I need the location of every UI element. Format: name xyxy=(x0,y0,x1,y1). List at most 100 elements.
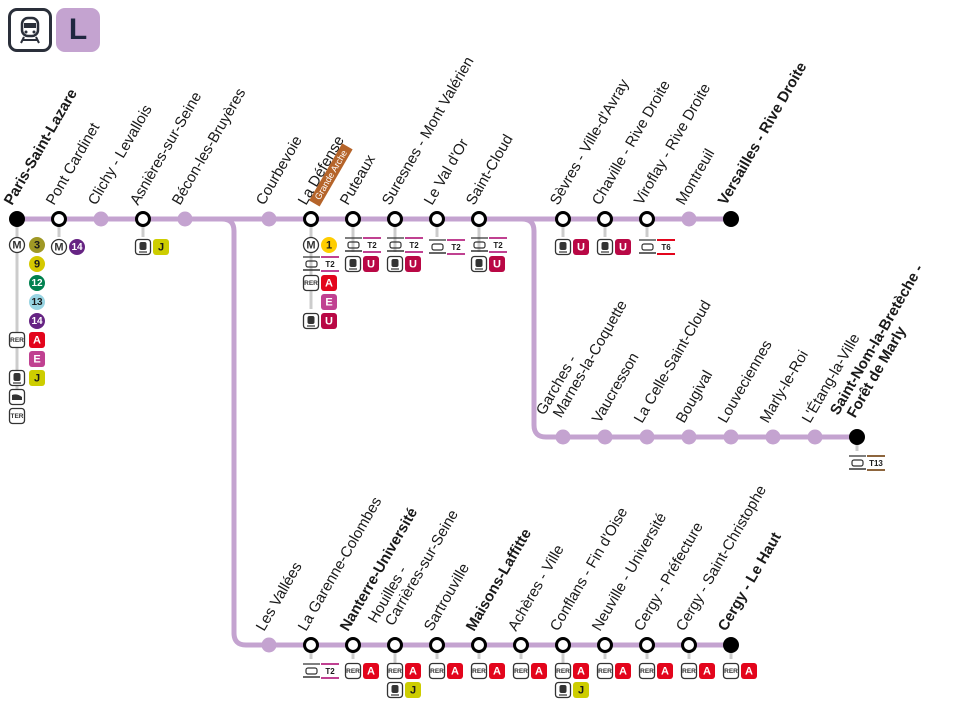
line-badge-T2[interactable]: T2 xyxy=(321,256,339,272)
station-terminus[interactable] xyxy=(723,211,739,227)
line-badge-A[interactable]: A xyxy=(531,663,547,679)
station-label: Viroflay - Rive Droite xyxy=(631,81,714,208)
station-interchange[interactable] xyxy=(387,211,403,227)
line-badge-T2[interactable]: T2 xyxy=(405,237,423,253)
tram-icon xyxy=(387,237,404,252)
station-interchange[interactable] xyxy=(51,211,67,227)
line-badge-13[interactable]: 13 xyxy=(29,294,45,310)
svg-text:T2: T2 xyxy=(367,241,377,250)
line-badge-T2[interactable]: T2 xyxy=(447,239,465,255)
line-badge-A[interactable]: A xyxy=(615,663,631,679)
line-badge-9[interactable]: 9 xyxy=(29,256,45,272)
svg-text:1: 1 xyxy=(326,240,332,252)
station-terminus[interactable] xyxy=(849,429,865,445)
line-badge-E[interactable]: E xyxy=(29,351,45,367)
tgv-icon xyxy=(8,388,26,406)
line-badge-A[interactable]: A xyxy=(657,663,673,679)
station-interchange[interactable] xyxy=(639,637,655,653)
line-badge-1[interactable]: 1 xyxy=(321,237,337,253)
line-badge-U[interactable]: U xyxy=(405,256,421,272)
station-stop[interactable] xyxy=(765,429,781,445)
station-interchange[interactable] xyxy=(597,637,613,653)
station-interchange[interactable] xyxy=(303,637,319,653)
ter-icon: TER xyxy=(8,407,26,425)
line-badge-A[interactable]: A xyxy=(321,275,337,291)
station-stop[interactable] xyxy=(93,211,109,227)
svg-text:U: U xyxy=(493,259,501,271)
line-badge-U[interactable]: U xyxy=(321,313,337,329)
station-stop[interactable] xyxy=(681,211,697,227)
line-badge-3[interactable]: 3 xyxy=(29,237,45,253)
svg-text:U: U xyxy=(619,242,627,254)
line-badge-J[interactable]: J xyxy=(573,682,589,698)
station-interchange[interactable] xyxy=(471,211,487,227)
line-badge-A[interactable]: A xyxy=(447,663,463,679)
line-badge-12[interactable]: 12 xyxy=(29,275,45,291)
tram-icon xyxy=(639,239,656,254)
line-badge-U[interactable]: U xyxy=(363,256,379,272)
station-interchange[interactable] xyxy=(597,211,613,227)
station-interchange[interactable] xyxy=(639,211,655,227)
line-badge-T6[interactable]: T6 xyxy=(657,239,675,255)
line-badge-J[interactable]: J xyxy=(29,370,45,386)
svg-text:A: A xyxy=(367,666,375,678)
train-icon xyxy=(344,255,362,273)
svg-text:A: A xyxy=(703,666,711,678)
line-badge-T13[interactable]: T13 xyxy=(867,455,885,471)
station-stop[interactable] xyxy=(681,429,697,445)
line-badge-A[interactable]: A xyxy=(573,663,589,679)
line-badge-A[interactable]: A xyxy=(29,332,45,348)
station-interchange[interactable] xyxy=(555,637,571,653)
line-badge-A[interactable]: A xyxy=(363,663,379,679)
line-badge-U[interactable]: U xyxy=(615,239,631,255)
line-badge-T2[interactable]: T2 xyxy=(489,237,507,253)
line-badge-A[interactable]: A xyxy=(489,663,505,679)
train-icon xyxy=(302,312,320,330)
svg-text:A: A xyxy=(325,278,333,290)
rer-icon: RER xyxy=(8,331,26,349)
station-stop[interactable] xyxy=(261,637,277,653)
line-badge-J[interactable]: J xyxy=(405,682,421,698)
station-interchange[interactable] xyxy=(429,637,445,653)
station-interchange[interactable] xyxy=(135,211,151,227)
station-stop[interactable] xyxy=(807,429,823,445)
station-stop[interactable] xyxy=(639,429,655,445)
train-icon xyxy=(470,255,488,273)
line-label: L xyxy=(68,13,88,46)
line-badge-E[interactable]: E xyxy=(321,294,337,310)
line-badge-J[interactable]: J xyxy=(153,239,169,255)
station-interchange[interactable] xyxy=(387,637,403,653)
line-badge-A[interactable]: A xyxy=(699,663,715,679)
station-interchange[interactable] xyxy=(345,211,361,227)
station-interchange[interactable] xyxy=(681,637,697,653)
station-interchange[interactable] xyxy=(303,211,319,227)
svg-text:RER: RER xyxy=(10,337,24,344)
station-stop[interactable] xyxy=(555,429,571,445)
line-badge-U[interactable]: U xyxy=(573,239,589,255)
svg-text:RER: RER xyxy=(598,668,612,675)
svg-text:E: E xyxy=(33,354,40,366)
line-badge-T2[interactable]: T2 xyxy=(363,237,381,253)
line-badge-U[interactable]: U xyxy=(489,256,505,272)
line-badge-14[interactable]: 14 xyxy=(29,313,45,329)
station-stop[interactable] xyxy=(723,429,739,445)
line-badge-A[interactable]: A xyxy=(741,663,757,679)
station-interchange[interactable] xyxy=(345,637,361,653)
station-terminus[interactable] xyxy=(9,211,25,227)
line-badge-T2[interactable]: T2 xyxy=(321,663,339,679)
line-badge-A[interactable]: A xyxy=(405,663,421,679)
station-stop[interactable] xyxy=(261,211,277,227)
rer-icon: RER xyxy=(512,662,530,680)
station-interchange[interactable] xyxy=(429,211,445,227)
station-stop[interactable] xyxy=(597,429,613,445)
rer-icon: RER xyxy=(302,274,320,292)
station-interchange[interactable] xyxy=(513,637,529,653)
station-label: Sèvres - Ville-d'Avray xyxy=(547,76,633,208)
line-badge-14[interactable]: 14 xyxy=(69,239,85,255)
train-icon xyxy=(386,681,404,699)
station-stop[interactable] xyxy=(177,211,193,227)
station-terminus[interactable] xyxy=(723,637,739,653)
station-interchange[interactable] xyxy=(471,637,487,653)
station-interchange[interactable] xyxy=(555,211,571,227)
